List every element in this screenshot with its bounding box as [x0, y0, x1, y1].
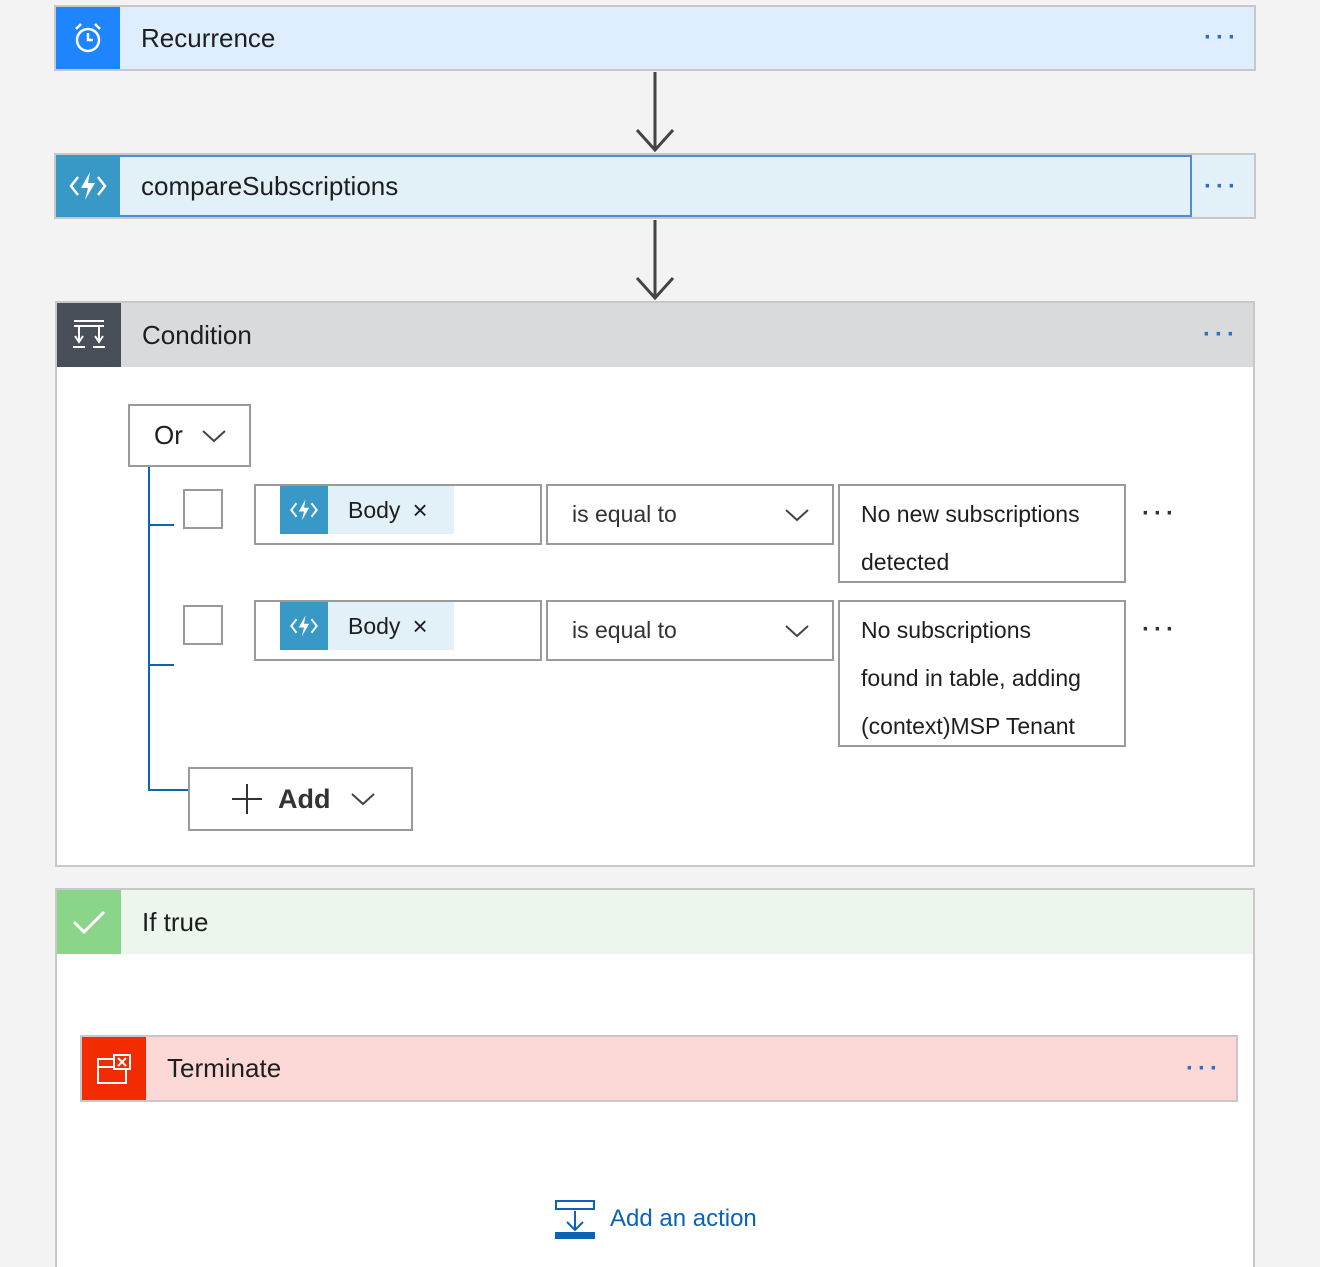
- add-condition-button[interactable]: Add: [188, 767, 413, 831]
- value-line: No subscriptions: [861, 617, 1032, 643]
- group-operator-value: Or: [154, 420, 183, 450]
- row-menu-button[interactable]: ···: [1142, 500, 1178, 527]
- value-line: detected: [861, 549, 950, 575]
- condition-right-value[interactable]: No new subscriptions detected: [838, 484, 1126, 583]
- token-label: Body: [348, 612, 401, 639]
- condition-card: Condition ··· Or Body × is equal to: [55, 301, 1255, 867]
- azure-function-icon: [56, 155, 120, 217]
- compare-subscriptions-menu-button[interactable]: ···: [1204, 173, 1240, 200]
- condition-header[interactable]: Condition ···: [57, 303, 1253, 367]
- azure-function-icon: [280, 602, 328, 650]
- row-menu-button[interactable]: ···: [1142, 616, 1178, 643]
- dynamic-token[interactable]: Body ×: [280, 602, 454, 650]
- token-label: Body: [348, 496, 401, 523]
- terminate-icon: [82, 1037, 146, 1100]
- plus-icon: [232, 784, 262, 814]
- tree-line: [148, 664, 174, 666]
- alarm-clock-icon: [56, 7, 120, 69]
- compare-subscriptions-card[interactable]: compareSubscriptions ···: [54, 153, 1256, 219]
- flow-arrow: [635, 72, 675, 153]
- chevron-down-icon: [785, 508, 809, 521]
- chevron-down-icon: [785, 624, 809, 637]
- compare-subscriptions-title: compareSubscriptions: [141, 170, 399, 201]
- add-action-label: Add an action: [610, 1205, 757, 1232]
- tree-line: [148, 789, 188, 791]
- if-true-branch: If true Terminate ··· Add an action: [55, 888, 1255, 1267]
- chevron-down-icon: [351, 793, 376, 806]
- terminate-menu-button[interactable]: ···: [1186, 1054, 1222, 1082]
- if-true-header[interactable]: If true: [57, 890, 1253, 954]
- if-true-title: If true: [142, 906, 209, 937]
- add-action-icon: [555, 1200, 595, 1239]
- recurrence-title: Recurrence: [141, 22, 276, 53]
- condition-right-value[interactable]: No subscriptions found in table, adding …: [838, 600, 1126, 747]
- terminate-title: Terminate: [167, 1053, 282, 1083]
- checkmark-icon: [57, 890, 121, 954]
- flow-arrow: [635, 220, 675, 301]
- condition-left-operand[interactable]: Body ×: [254, 484, 542, 545]
- tree-line: [148, 524, 174, 526]
- add-label: Add: [278, 783, 331, 814]
- value-line: found in table, adding: [861, 665, 1081, 691]
- condition-icon: [57, 303, 121, 367]
- condition-left-operand[interactable]: Body ×: [254, 600, 542, 661]
- terminate-card[interactable]: Terminate ···: [80, 1035, 1238, 1102]
- row-checkbox[interactable]: [183, 605, 223, 645]
- azure-function-icon: [280, 486, 328, 534]
- condition-operator-dropdown[interactable]: is equal to: [546, 600, 834, 661]
- tree-line: [148, 467, 150, 791]
- dynamic-token[interactable]: Body ×: [280, 486, 454, 534]
- token-remove-button[interactable]: ×: [412, 610, 428, 641]
- condition-operator-dropdown[interactable]: is equal to: [546, 484, 834, 545]
- condition-menu-button[interactable]: ···: [1203, 321, 1239, 348]
- value-line: (context)MSP Tenant: [861, 713, 1075, 739]
- value-line: No new subscriptions: [861, 501, 1080, 527]
- operator-value: is equal to: [572, 617, 677, 643]
- chevron-down-icon: [202, 429, 226, 442]
- token-remove-button[interactable]: ×: [412, 494, 428, 525]
- row-checkbox[interactable]: [183, 489, 223, 529]
- recurrence-menu-button[interactable]: ···: [1204, 24, 1240, 51]
- condition-title: Condition: [142, 319, 252, 350]
- operator-value: is equal to: [572, 501, 677, 527]
- add-action-button[interactable]: Add an action: [554, 1199, 757, 1239]
- group-operator-dropdown[interactable]: Or: [128, 404, 251, 467]
- recurrence-card[interactable]: Recurrence ···: [54, 5, 1256, 71]
